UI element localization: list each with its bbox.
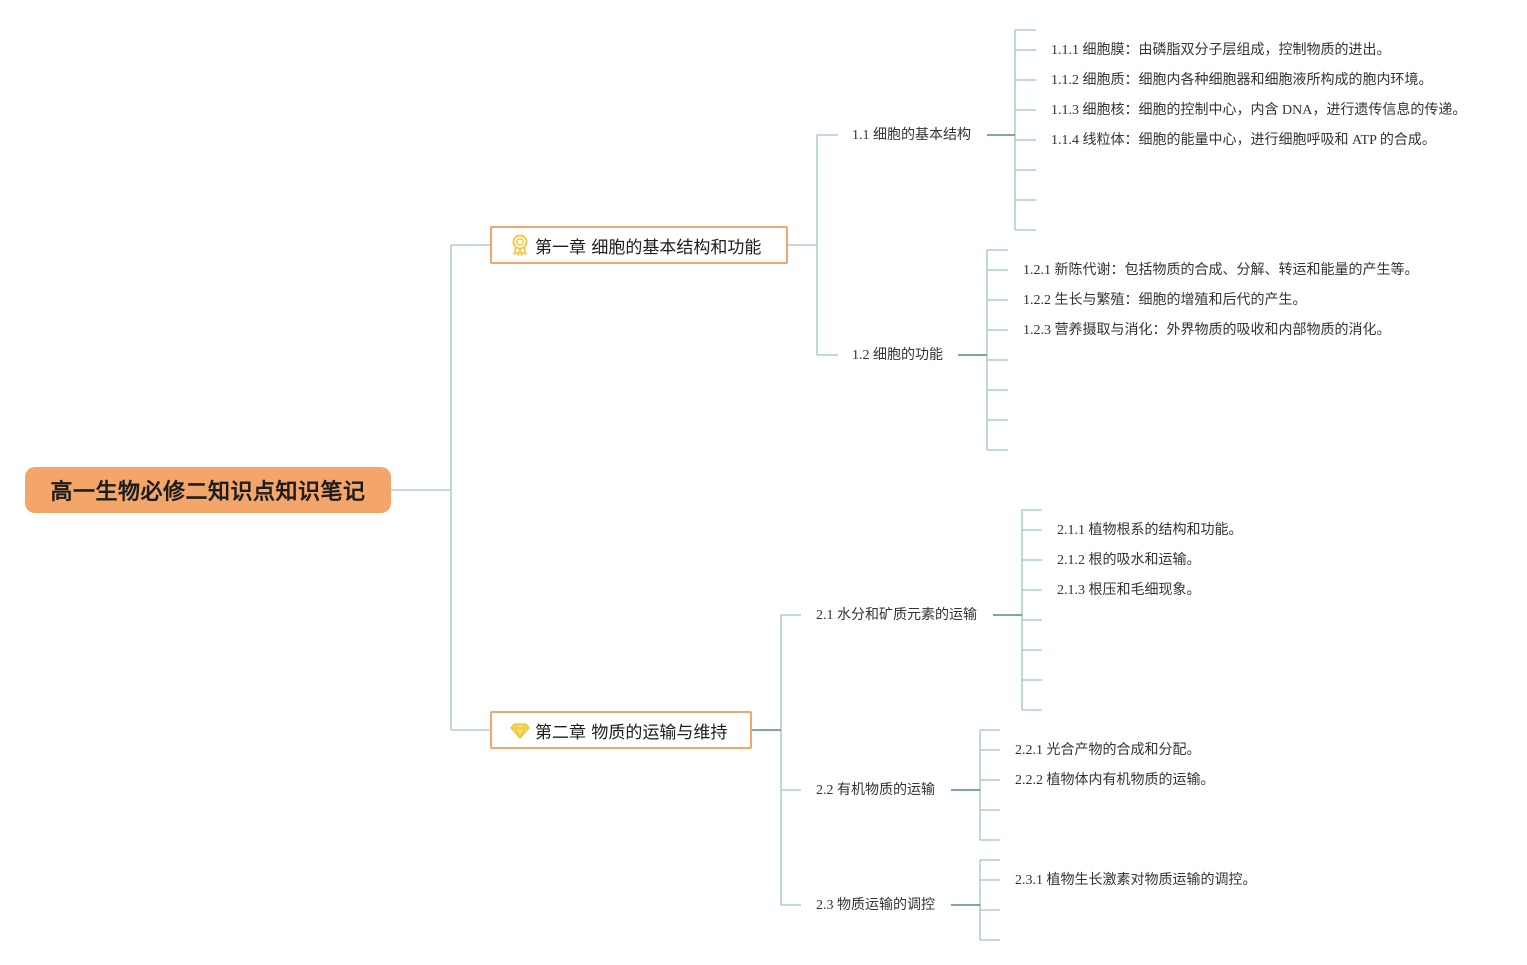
section-2-1[interactable]: 2.1 水分和矿质元素的运输: [816, 608, 977, 623]
connector-section-1-1: [987, 29, 1036, 231]
leaf-1-1-3[interactable]: 1.1.3 细胞核：细胞的控制中心，内含 DNA，进行遗传信息的传递。: [1051, 103, 1467, 118]
connector-section-2-3: [951, 859, 1000, 941]
section-2-3[interactable]: 2.3 物质运输的调控: [816, 898, 935, 913]
leaf-2-1-2[interactable]: 2.1.2 根的吸水和运输。: [1057, 553, 1201, 568]
connector-section-2-2: [951, 729, 1000, 841]
leaf-1-1-2[interactable]: 1.1.2 细胞质：细胞内各种细胞器和细胞液所构成的胞内环境。: [1051, 73, 1433, 88]
chapter-1-label: 第一章 细胞的基本结构和功能: [535, 237, 762, 258]
leaf-2-2-2[interactable]: 2.2.2 植物体内有机物质的运输。: [1015, 773, 1215, 788]
diamond-icon: [510, 719, 530, 741]
connector-root: [391, 244, 490, 731]
leaf-1-2-1[interactable]: 1.2.1 新陈代谢：包括物质的合成、分解、转运和能量的产生等。: [1023, 263, 1419, 278]
leaf-2-3-1[interactable]: 2.3.1 植物生长激素对物质运输的调控。: [1015, 873, 1257, 888]
leaf-2-1-1[interactable]: 2.1.1 植物根系的结构和功能。: [1057, 523, 1243, 538]
connector-section-1-2: [958, 249, 1008, 451]
award-ribbon-icon: [510, 234, 530, 256]
leaf-2-2-1[interactable]: 2.2.1 光合产物的合成和分配。: [1015, 743, 1201, 758]
connector-section-2-1: [993, 509, 1042, 711]
section-1-1[interactable]: 1.1 细胞的基本结构: [852, 128, 971, 143]
connector-chapter-1: [787, 134, 838, 356]
chapter-2-label: 第二章 物质的运输与维持: [535, 722, 728, 743]
leaf-1-1-4[interactable]: 1.1.4 线粒体：细胞的能量中心，进行细胞呼吸和 ATP 的合成。: [1051, 133, 1436, 148]
chapter-1-topic[interactable]: 第一章 细胞的基本结构和功能: [490, 226, 788, 264]
leaf-1-2-2[interactable]: 1.2.2 生长与繁殖：细胞的增殖和后代的产生。: [1023, 293, 1307, 308]
section-2-2[interactable]: 2.2 有机物质的运输: [816, 783, 935, 798]
leaf-1-1-1[interactable]: 1.1.1 细胞膜：由磷脂双分子层组成，控制物质的进出。: [1051, 43, 1391, 58]
leaf-2-1-3[interactable]: 2.1.3 根压和毛细现象。: [1057, 583, 1201, 598]
root-topic[interactable]: 高一生物必修二知识点知识笔记: [25, 467, 391, 513]
leaf-1-2-3[interactable]: 1.2.3 营养摄取与消化：外界物质的吸收和内部物质的消化。: [1023, 323, 1391, 338]
chapter-2-topic[interactable]: 第二章 物质的运输与维持: [490, 711, 752, 749]
connector-chapter-2: [751, 614, 801, 906]
section-1-2[interactable]: 1.2 细胞的功能: [852, 348, 943, 363]
